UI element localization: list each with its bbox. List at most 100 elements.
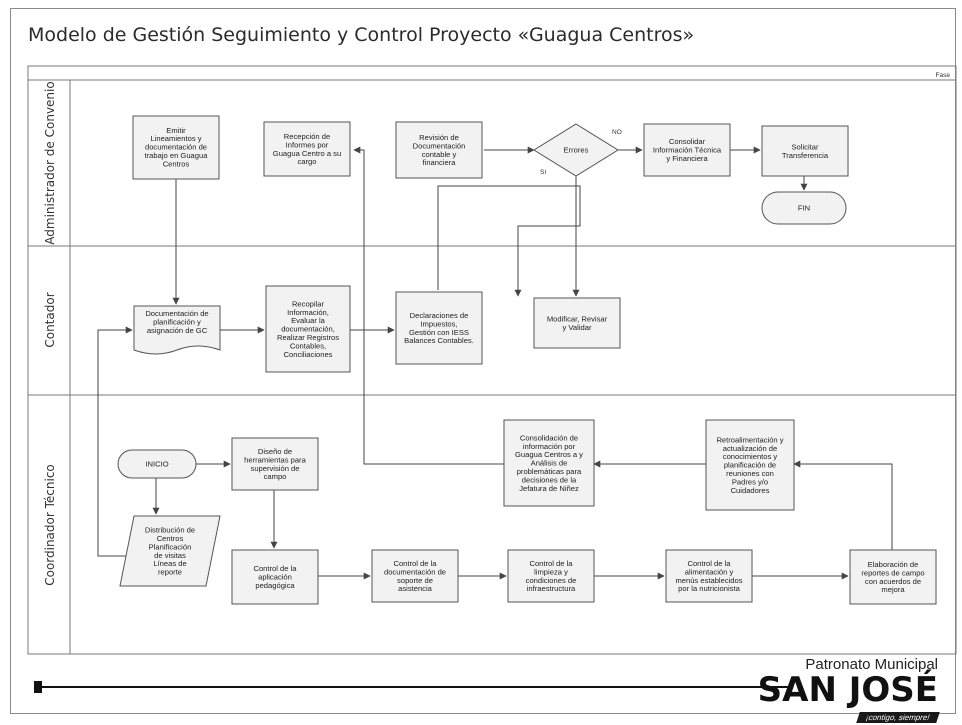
footer-bar	[34, 681, 788, 693]
node-label-line: con acuerdos de	[865, 577, 921, 586]
node-label-line: Solicitar	[791, 142, 818, 151]
node-label-line: trabajo en Guagua	[145, 151, 209, 160]
node-label-line: Información,	[287, 308, 329, 317]
decision-errores: Errores	[533, 123, 619, 177]
node-label-line: soporte de	[397, 576, 433, 585]
node-label-line: documentación de	[384, 567, 446, 576]
connectors	[97, 146, 893, 580]
node-label-line: documentación,	[281, 325, 335, 334]
node-label-line: contable y	[422, 150, 457, 159]
node-label-line: Balances Contables.	[404, 336, 474, 345]
terminator-fin: FIN	[761, 191, 847, 225]
node-label-line: Jefatura de Niñez	[519, 484, 579, 493]
arrow-elaboracion-retro	[793, 460, 893, 550]
node-label-line: Centros	[157, 534, 184, 543]
node-label-line: cargo	[298, 157, 317, 166]
node-label-line: Diseño de	[258, 447, 292, 456]
node-label-line: Gestión con IESS	[409, 328, 469, 337]
node-label-line: información por	[523, 442, 576, 451]
node-label-line: Padres y/o	[732, 477, 768, 486]
node-label-line: actualización de	[723, 444, 777, 453]
node-label-line: reuniones con	[726, 469, 774, 478]
node-label-line: Consolidar	[669, 137, 706, 146]
node-label-line: condiciones de	[526, 576, 577, 585]
node-label-line: Análisis de	[531, 459, 568, 468]
node-label-line: problemáticas para	[517, 467, 582, 476]
node-label-line: Errores	[564, 146, 589, 155]
node-label-line: Consolidación de	[520, 433, 578, 442]
node-label-line: Documentación de	[145, 309, 208, 318]
node-label-line: Conciliaciones	[284, 350, 333, 359]
node-label-line: Distribución de	[145, 526, 195, 535]
brand-logo: Patronato Municipal SAN JOSÉ ¡contigo, s…	[757, 656, 940, 725]
arrow-distribucion-documentacion	[97, 326, 133, 557]
node-label-line: infraestructura	[527, 584, 576, 593]
node-label-line: Impuestos,	[420, 319, 457, 328]
node-label-line: Informes por	[286, 140, 329, 149]
node-label-line: planificación de	[724, 461, 776, 470]
node-label-line: Líneas de	[153, 559, 186, 568]
node-label-line: reporte	[158, 568, 182, 577]
lane-label-contador: Contador	[43, 292, 57, 347]
node-label-line: Control de la	[393, 559, 437, 568]
node-label-line: asistencia	[398, 584, 433, 593]
node-label-line: Lineamientos y	[150, 134, 201, 143]
node-label-line: Transferencia	[782, 151, 829, 160]
node-label-line: INICIO	[145, 460, 168, 469]
brand-tagline: ¡contigo, siempre!	[856, 712, 940, 723]
swimlane-frame	[27, 65, 957, 655]
node-label-line: herramientas para	[244, 455, 306, 464]
svg-text:INICIO: INICIO	[145, 460, 168, 469]
decision-si-label: SI	[540, 169, 546, 176]
terminator-inicio: INICIO	[117, 449, 197, 479]
node-label-line: Retroalimentación y	[716, 435, 783, 444]
node-label-line: supervisión de	[251, 464, 300, 473]
node-label-line: de visitas	[154, 551, 186, 560]
node-label-line: Recepción de	[284, 132, 330, 141]
node-label-line: Modificar, Revisar	[547, 314, 608, 323]
node-label-line: Control de la	[253, 564, 297, 573]
node-label-line: Declaraciones de	[410, 311, 469, 320]
node-label-line: financiera	[423, 158, 457, 167]
arrow-declaraciones-revision	[437, 185, 581, 297]
node-label-line: Elaboración de	[868, 560, 919, 569]
node-label-line: documentación de	[145, 143, 207, 152]
brand-line2: SAN JOSÉ	[757, 670, 938, 710]
svg-text:Errores: Errores	[564, 146, 589, 155]
node-label-line: asignación de GC	[147, 326, 208, 335]
node-label-line: planificación y	[153, 318, 201, 327]
node-label-line: Guagua Centros a y	[515, 450, 583, 459]
node-label-line: Emitir	[166, 126, 186, 135]
node-label-line: por la nutricionista	[678, 584, 740, 593]
node-label-line: decisiones de la	[522, 475, 577, 484]
brand-line1: Patronato Municipal	[805, 656, 938, 673]
